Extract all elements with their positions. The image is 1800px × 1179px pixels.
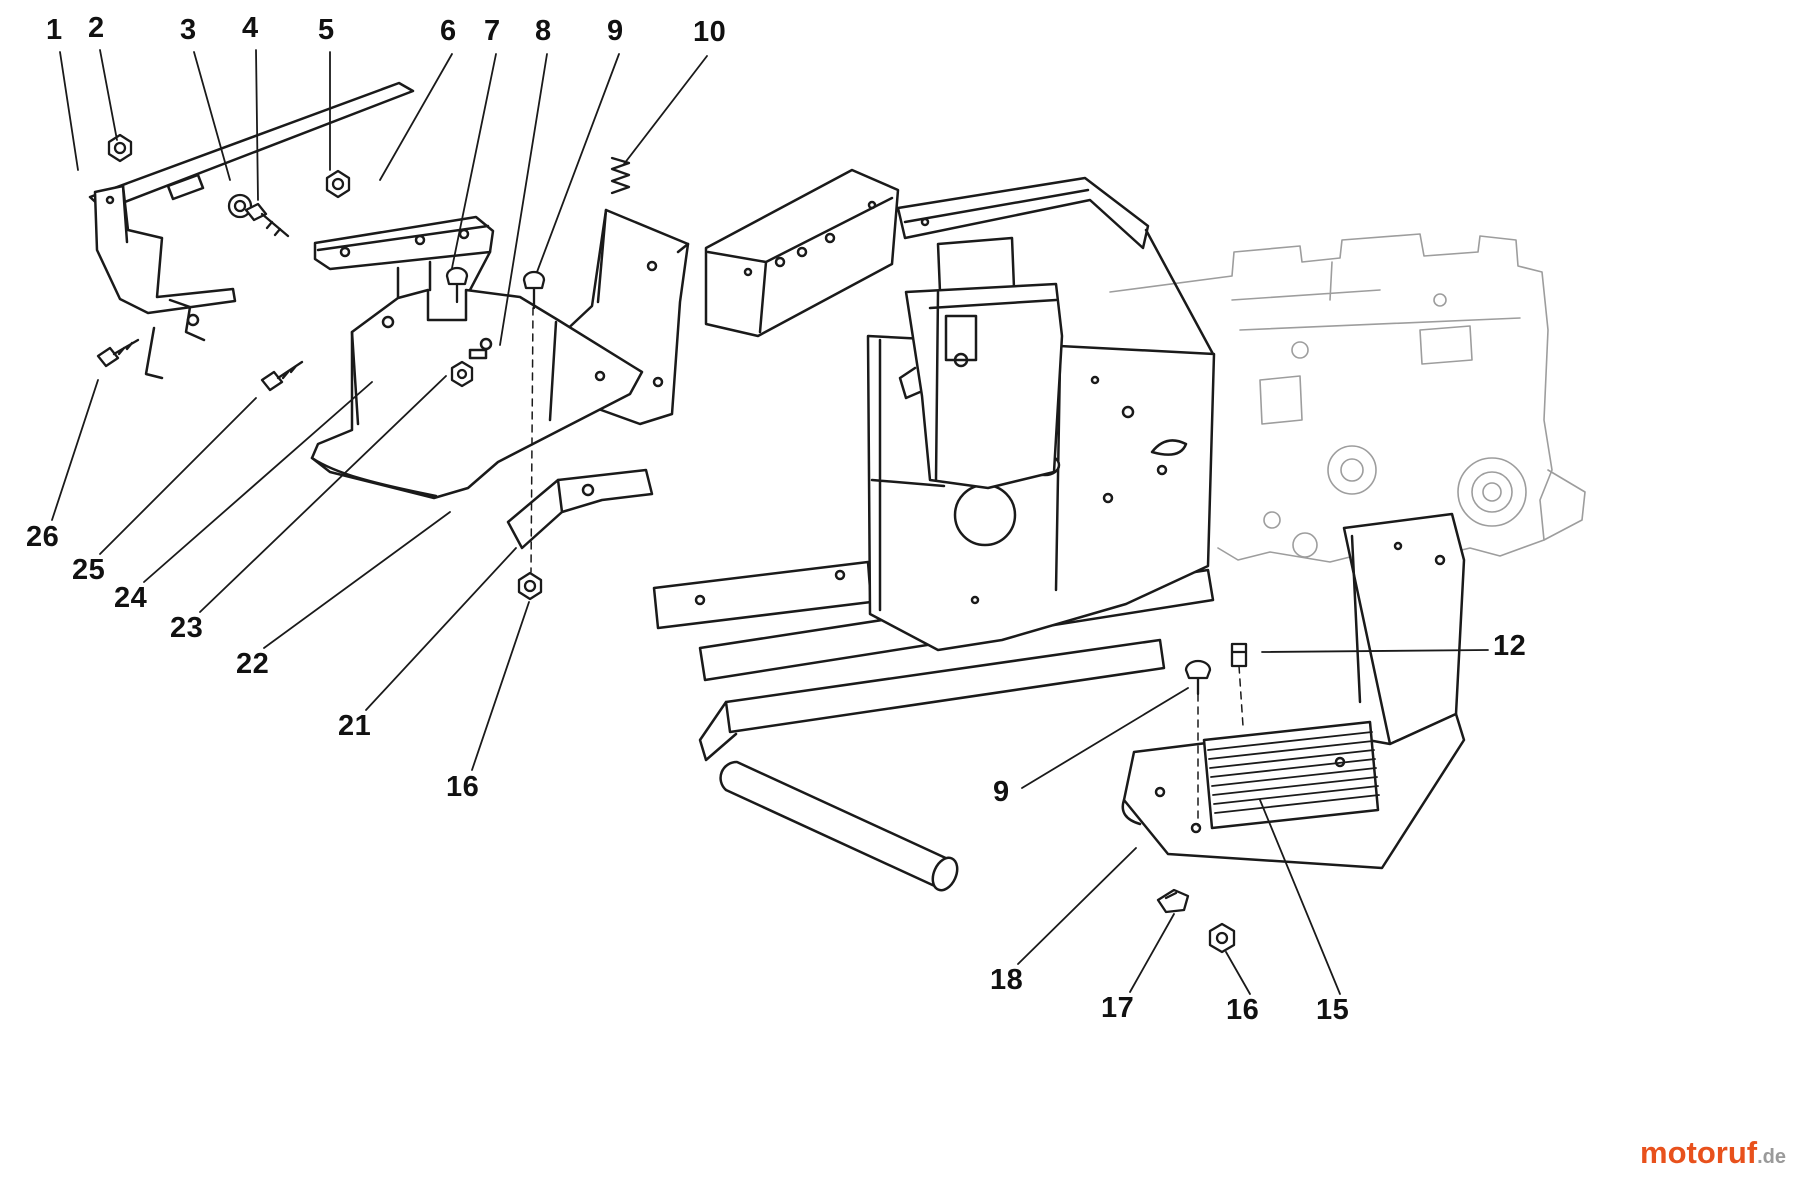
clip-17 [1156,888,1190,914]
callout-9-right: 9 [993,776,1010,808]
bar-clip [166,173,205,201]
hex-nut-16-right [1208,922,1236,954]
tower-plate [904,282,1064,490]
main-frame [652,168,1216,892]
callout-4: 4 [242,12,259,44]
callout-26: 26 [26,521,60,553]
support-bar [88,81,415,212]
bolt-9-right [1184,659,1212,696]
left-holes [105,195,664,497]
frame-holes [694,200,1168,606]
footrest-wing-fold [1350,534,1362,704]
frame-top-rail [896,176,1150,250]
callout-15: 15 [1316,994,1350,1026]
rear-upright-panel-folds [706,196,894,334]
spring-10 [610,156,631,195]
footrest-assembly [1121,512,1466,870]
axle-tube-end [931,856,959,892]
tower-plate-details [898,290,1058,482]
callout-17: 17 [1101,992,1135,1024]
callout-10: 10 [693,16,727,48]
callout-5: 5 [318,14,335,46]
axle-tube [719,760,952,890]
callout-21: 21 [338,710,372,742]
frame-top-rail-inner [903,188,1215,356]
callout-2: 2 [88,12,105,44]
floor-pan-folds [310,320,558,498]
pan-hex-nut [450,360,474,388]
callout-23: 23 [170,612,204,644]
callout-24: 24 [114,582,148,614]
washer-4 [227,193,253,219]
frame-lower-rail-2 [698,638,1166,762]
callout-12: 12 [1493,630,1527,662]
bolt-26 [96,338,140,368]
callout-9: 9 [607,15,624,47]
footrest-holes [1154,541,1446,834]
l-bracket-plate [313,215,495,271]
callout-7: 7 [484,15,501,47]
footrest-wing [1342,512,1466,746]
clip-12 [1230,642,1248,668]
bolt-8 [522,270,546,310]
footrest-pan-lip [1121,798,1142,826]
clip-12-centerline [1238,665,1244,727]
carriage-bolt-7 [445,266,469,304]
callout-18: 18 [990,964,1024,996]
transmission-details [1231,261,1586,541]
callout-8: 8 [535,15,552,47]
footrest-grille-border [1202,720,1380,830]
bolt-8-centerline [530,307,534,573]
tower-upper-bracket [936,236,1016,294]
hex-nut-2 [107,133,133,163]
bolt-24 [260,360,304,392]
watermark-brand: motoruf [1640,1135,1758,1170]
lower-bracket [506,468,654,550]
left-bracket-fold [121,184,129,244]
hex-nut-5 [325,169,351,199]
footrest-grille-lines [1207,731,1380,814]
left-bracket [93,184,237,315]
lower-bracket-fold [556,478,564,514]
callout-6: 6 [440,15,457,47]
l-bracket-plate-inner [316,224,492,320]
leader-lines [51,49,1489,995]
watermark-tld: .de [1757,1146,1786,1168]
rear-upright-panel [704,168,900,338]
hex-nut-16-left [517,571,543,601]
bolt-4 [244,202,290,238]
frame-side-plate-details [870,338,1188,612]
callout-16-right: 16 [1226,994,1260,1026]
watermark: motoruf.de [1640,1135,1786,1171]
callout-22: 22 [236,648,270,680]
fasteners [96,133,1248,954]
frame-large-hole [953,483,1017,547]
callout-1: 1 [46,14,63,46]
callout-16-left: 16 [446,771,480,803]
callout-3: 3 [180,14,197,46]
transmission-holes [1263,293,1527,558]
front-bracket-assembly [88,81,690,550]
callout-25: 25 [72,554,106,586]
